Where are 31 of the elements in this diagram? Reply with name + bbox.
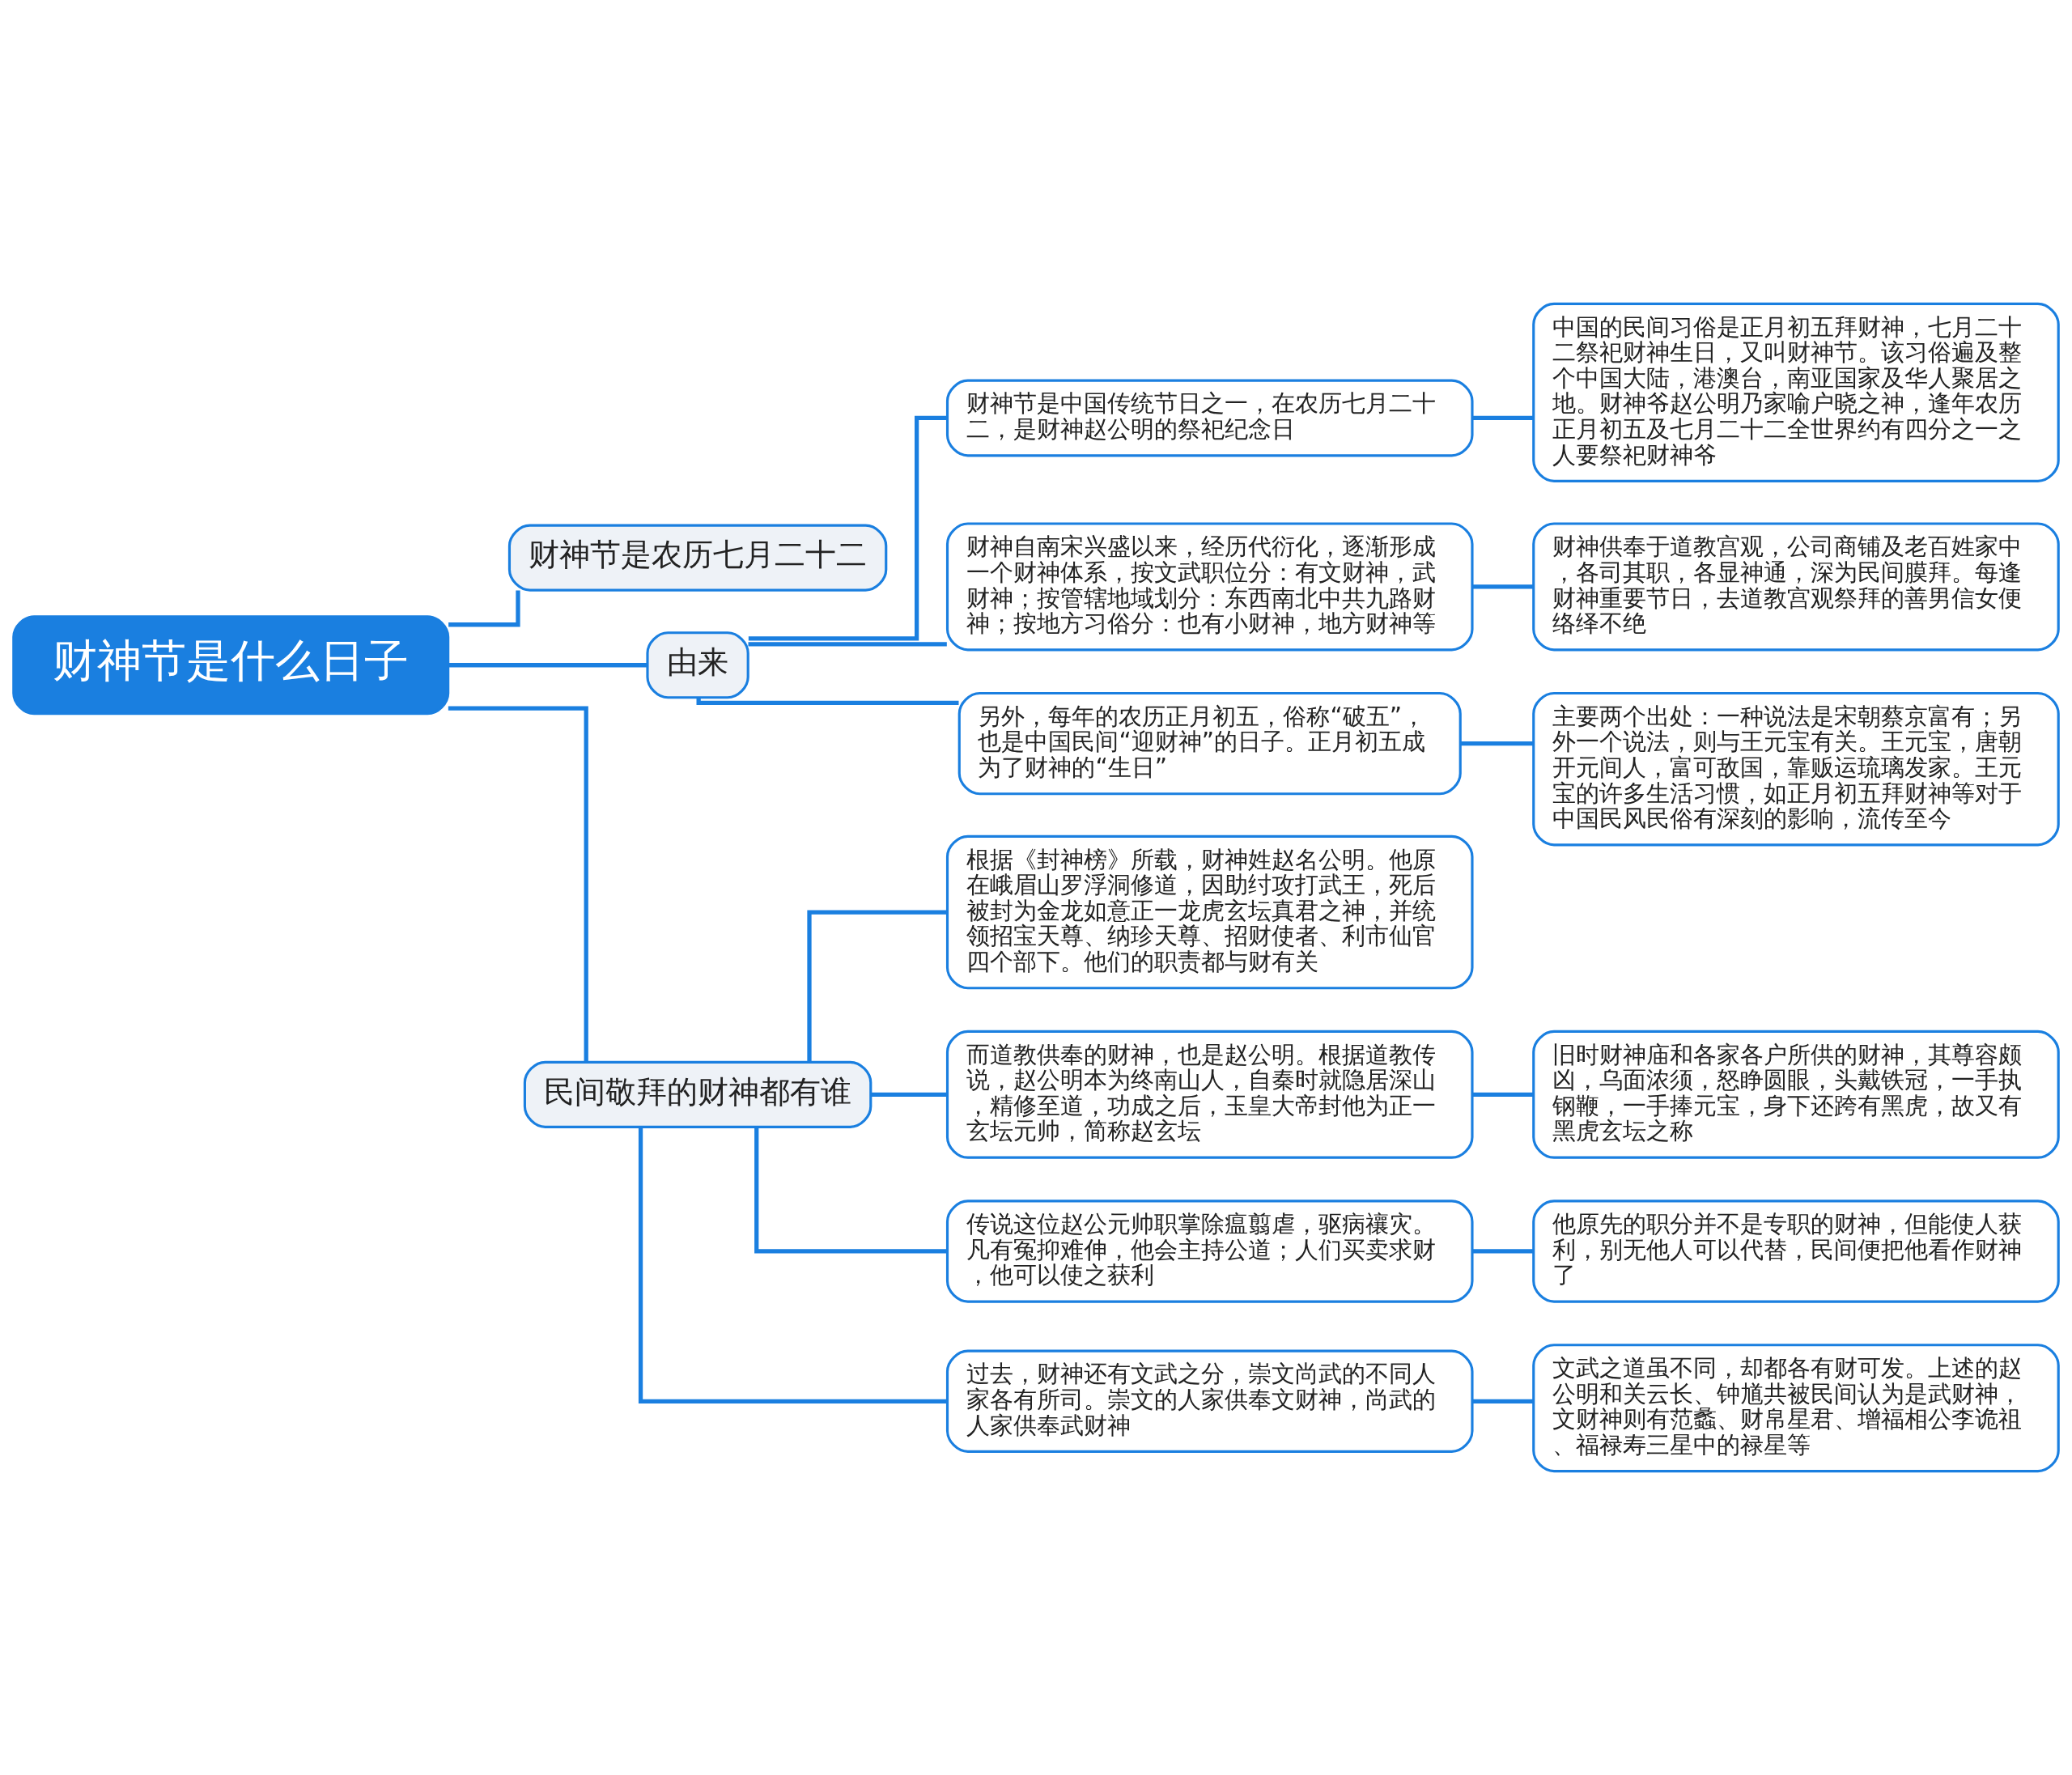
node-box: 文武之道虽不同，却都各有财可发。上述的赵公明和关云长、钟馗共被民间认为是武财神，文财神则有范蠡、财帛星君、增福相公李诡祖、福禄寿三星中的禄星等 xyxy=(1532,1344,2060,1473)
node-box: 民间敬拜的财神都有谁 xyxy=(523,1060,873,1128)
node-box: 过去，财神还有文武之分，崇文尚武的不同人家各有所司。崇文的人家供奉文财神，尚武的人家供奉武财神 xyxy=(945,1349,1474,1453)
connector xyxy=(1472,1399,1534,1403)
node-box: 财神自南宋兴盛以来，经历代衍化，逐渐形成一个财神体系，按文武职位分：有文财神，武财神；按管辖地域划分：东西南北中共九路财神；按地方习俗分：也有小财神，地方财神等 xyxy=(945,522,1474,652)
node-box: 根据《封神榜》所载，财神姓赵名公明。他原在峨眉山罗浮洞修道，因助纣攻打武王，死后被封为金龙如意正一龙虎玄坛真君之神，并统领招宝天尊、纳珍天尊、招财使者、利市仙官四个部下。他们的职责都与财有关 xyxy=(945,834,1474,990)
node-box: 另外，每年的农历正月初五，俗称“破五”，也是中国民间“迎财神”的日子。正月初五成为了财神的“生日” xyxy=(957,691,1462,796)
node-box: 财神节是中国传统节日之一，在农历七月二十二，是财神赵公明的祭祀纪念日 xyxy=(945,379,1474,457)
node-box: 中国的民间习俗是正月初五拜财神，七月二十二祭祀财神生日，又叫财神节。该习俗遍及整个中国大陆，港澳台，南亚国家及华人聚居之地。财神爷赵公明乃家喻户晓之神，逢年农历正月初五及七月二十二全世界约有四分之一之人要祭祀财神爷 xyxy=(1532,302,2060,482)
connector xyxy=(1472,584,1534,589)
connector xyxy=(448,663,648,668)
connector xyxy=(1472,415,1534,421)
connector xyxy=(748,642,947,647)
connector xyxy=(1472,1249,1534,1254)
connector xyxy=(696,697,959,706)
connector xyxy=(807,910,948,1062)
connector xyxy=(638,1127,947,1403)
connector xyxy=(871,1092,948,1097)
node-box: 财神节是什么日子 xyxy=(12,615,450,716)
node-box: 他原先的职分并不是专职的财神，但能使人获利，别无他人可以代替，民间便把他看作财神了 xyxy=(1532,1200,2060,1303)
node-box: 而道教供奉的财神，也是赵公明。根据道教传说，赵公明本为终南山人，自秦时就隐居深山，精修至道，功成之后，玉皇大帝封他为正一玄坛元帅，简称赵玄坛 xyxy=(945,1030,1474,1159)
node-box: 财神供奉于道教宫观，公司商铺及老百姓家中，各司其职，各显神通，深为民间膜拜。每逢财神重要节日，去道教宫观祭拜的善男信女便络绎不绝 xyxy=(1532,522,2060,652)
node-box: 财神节是农历七月二十二 xyxy=(507,524,888,592)
node-box: 主要两个出处：一种说法是宋朝蔡京富有；另外一个说法，则与王元宝有关。王元宝，唐朝开元间人，富可敌国，靠贩运琉璃发家。王元宝的许多生活习惯，如正月初五拜财神等对于中国民风民俗有深刻的影响，流传至今 xyxy=(1532,691,2060,847)
node-box: 旧时财神庙和各家各户所供的财神，其尊容颇凶，乌面浓须，怒睁圆眼，头戴铁冠，一手执钢鞭，一手捧元宝，身下还跨有黑虎，故又有黑虎玄坛之称 xyxy=(1532,1030,2060,1159)
connector xyxy=(1472,1092,1534,1097)
connector xyxy=(1461,741,1534,746)
connector xyxy=(754,1127,947,1254)
node-box: 由来 xyxy=(646,631,749,699)
connector xyxy=(448,706,588,1062)
node-box: 传说这位赵公元帅职掌除瘟翦虐，驱病禳灾。凡有冤抑难伸，他会主持公道；人们买卖求财，他可以使之获利 xyxy=(945,1200,1474,1303)
